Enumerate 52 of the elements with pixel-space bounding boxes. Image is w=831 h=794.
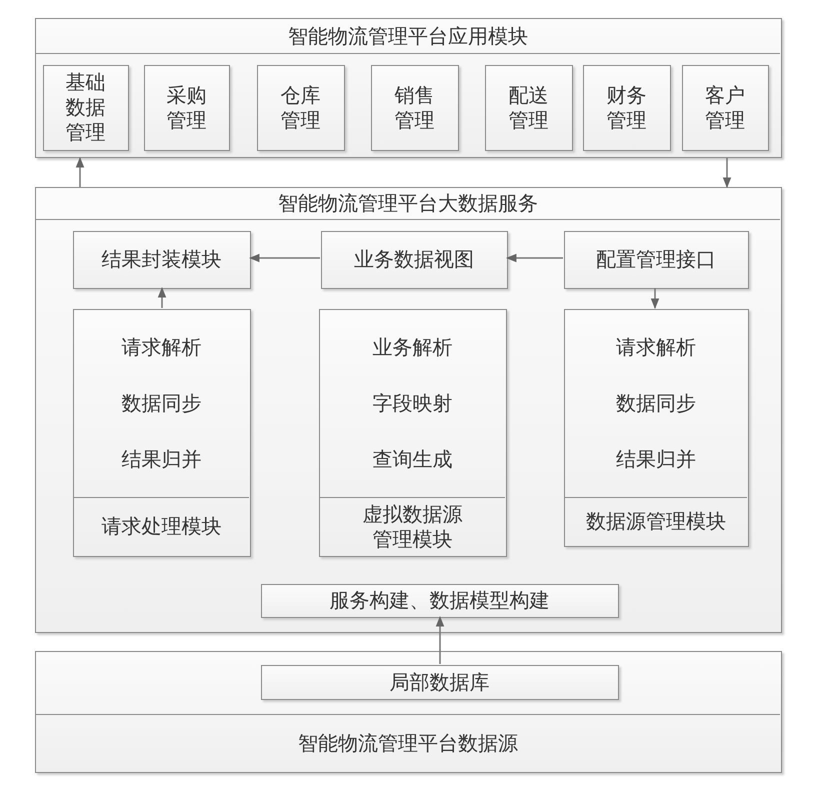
module-box	[144, 65, 230, 151]
list-item: 业务解析	[372, 334, 454, 360]
module-title: 虚拟数据源管理模块	[320, 497, 505, 555]
process-box	[321, 231, 508, 289]
module-panel	[35, 18, 782, 158]
module-title: 请求处理模块	[74, 497, 249, 555]
box-label: 服务构建、数据模型构建	[328, 587, 550, 614]
module-box	[485, 65, 573, 151]
box-label: 业务数据视图	[353, 246, 475, 273]
list-item: 数据同步	[120, 390, 202, 416]
box-label: 结果封装模块	[100, 246, 222, 273]
box-label: 局部数据库	[388, 668, 490, 696]
box-label: 财务管理	[606, 82, 648, 134]
box-label: 客户管理	[704, 82, 746, 134]
data-source-panel	[35, 651, 782, 773]
box-label: 配送管理	[508, 82, 550, 134]
panel-heading: 智能物流管理平台数据源	[36, 714, 780, 771]
process-box	[564, 231, 749, 289]
list-item: 字段映射	[372, 390, 454, 416]
list-item: 请求解析	[120, 334, 202, 360]
module-box	[583, 65, 671, 151]
list-item: 结果归并	[615, 446, 697, 472]
box-label: 销售管理	[394, 82, 436, 134]
arrow	[650, 288, 660, 310]
panel-heading: 智能物流管理平台应用模块	[36, 19, 780, 54]
module-box	[73, 309, 251, 557]
arrow	[76, 156, 84, 187]
list-item: 结果归并	[120, 446, 202, 472]
process-box	[73, 231, 251, 289]
list-item: 查询生成	[372, 446, 454, 472]
box-label: 采购管理	[166, 82, 208, 134]
arrow	[506, 254, 563, 262]
module-box	[371, 65, 459, 151]
module-title: 数据源管理模块	[565, 497, 747, 545]
arrow	[436, 616, 444, 664]
list-item: 数据同步	[615, 390, 697, 416]
arrow	[722, 158, 732, 188]
database-box	[261, 665, 619, 700]
module-box	[43, 65, 129, 151]
list-item: 请求解析	[615, 334, 697, 360]
module-box	[682, 65, 769, 151]
box-label: 仓库管理	[280, 82, 322, 134]
process-box	[261, 584, 619, 618]
arrow	[158, 286, 166, 308]
box-label: 配置管理接口	[595, 246, 717, 273]
panel-heading: 智能物流管理平台大数据服务	[36, 188, 780, 220]
module-box	[319, 309, 507, 557]
module-box	[257, 65, 345, 151]
service-panel	[35, 187, 782, 633]
arrow	[248, 254, 320, 262]
module-box	[564, 309, 749, 547]
box-label: 基础数据管理	[64, 69, 106, 146]
